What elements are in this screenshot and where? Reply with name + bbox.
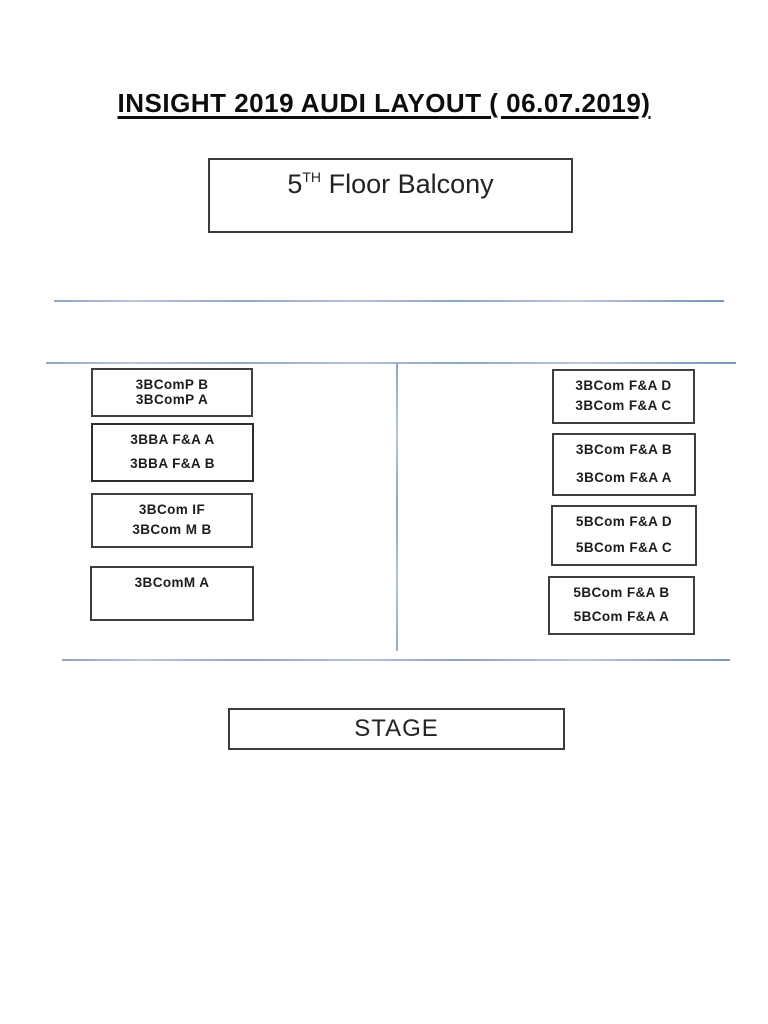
section-label: 3BCom F&A B [575, 442, 673, 457]
section-label: 3BCom F&A D [575, 378, 672, 393]
balcony-label: 5TH Floor Balcony [210, 169, 571, 200]
section-box-3bba-fa: 3BBA F&A A 3BBA F&A B [91, 423, 254, 482]
stage-box: STAGE [228, 708, 565, 750]
section-label: 3BBA F&A B [130, 456, 215, 471]
section-label: 3BComM A [134, 575, 210, 590]
balcony-text: Floor Balcony [328, 169, 494, 199]
section-box-3bcom-fa-ba: 3BCom F&A B 3BCom F&A A [552, 433, 696, 496]
stage-label: STAGE [354, 715, 439, 742]
section-box-5bcom-fa-dc: 5BCom F&A D 5BCom F&A C [551, 505, 697, 566]
section-box-5bcom-fa-ba: 5BCom F&A B 5BCom F&A A [548, 576, 695, 635]
divider-line-seating-bottom [62, 659, 730, 661]
section-label: 3BCom IF [138, 502, 206, 517]
page-title: INSIGHT 2019 AUDI LAYOUT ( 06.07.2019) [117, 88, 651, 118]
divider-line-seating-top [46, 362, 736, 364]
section-label: 5BCom F&A A [573, 609, 670, 624]
divider-line-top [54, 300, 724, 302]
section-label: 3BComP B [135, 377, 209, 392]
balcony-number: 5 [287, 169, 303, 199]
section-box-3bcomm-a: 3BComM A [90, 566, 254, 621]
section-label: 3BCom F&A C [575, 398, 672, 413]
center-aisle-line [396, 363, 398, 651]
section-label: 3BBA F&A A [130, 432, 215, 447]
section-box-3bcom-if-mb: 3BCom IF 3BCom M B [91, 493, 253, 548]
section-label: 3BComP A [135, 392, 209, 407]
section-label: 3BCom M B [132, 522, 212, 537]
section-box-3bcomp: 3BComP B 3BComP A [91, 368, 253, 417]
section-label: 5BCom F&A C [575, 540, 673, 555]
section-box-3bcom-fa-dc: 3BCom F&A D 3BCom F&A C [552, 369, 695, 424]
balcony-box: 5TH Floor Balcony [208, 158, 573, 233]
section-label: 5BCom F&A D [575, 514, 673, 529]
balcony-ordinal: TH [302, 169, 322, 186]
section-label: 3BCom F&A A [576, 470, 672, 485]
section-label: 5BCom F&A B [573, 585, 670, 600]
